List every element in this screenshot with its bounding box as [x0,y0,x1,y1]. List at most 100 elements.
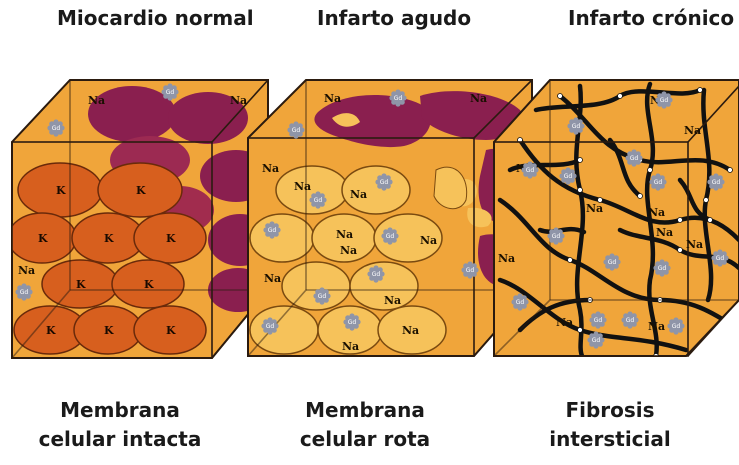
gadolinium-marker-icon: Gd [511,293,528,310]
svg-text:Gd: Gd [654,179,663,186]
gadolinium-marker-icon: Gd [667,317,684,334]
svg-text:Gd: Gd [672,323,681,330]
svg-text:Gd: Gd [292,127,301,134]
gadolinium-marker-icon: Gd [649,173,666,190]
na-label: Na [498,252,515,265]
svg-text:Gd: Gd [592,337,601,344]
na-label: Na [684,124,701,137]
svg-text:Gd: Gd [166,89,175,96]
svg-text:Gd: Gd [266,323,275,330]
svg-text:Gd: Gd [52,125,61,132]
svg-text:Gd: Gd [626,317,635,324]
svg-text:Gd: Gd [594,317,603,324]
k-label: K [76,278,86,291]
gadolinium-marker-icon: Gd [589,311,606,328]
cube-chronic: Na Na Na Na Na Na Na Na Na Na Gd Gd Gd G… [494,80,739,359]
svg-text:Gd: Gd [380,179,389,186]
na-label: Na [18,264,35,277]
gadolinium-marker-icon: Gd [287,121,304,138]
na-label: Na [556,316,573,329]
svg-text:Gd: Gd [466,267,475,274]
caption-line: celular rota [255,425,475,454]
svg-text:Gd: Gd [712,179,721,186]
svg-text:Gd: Gd [516,299,525,306]
na-label: Na [402,324,419,337]
gadolinium-marker-icon: Gd [343,313,360,330]
caption-line: celular intacta [10,425,230,454]
k-label: K [56,184,66,197]
gadolinium-marker-icon: Gd [461,261,478,278]
caption-line: Membrana [10,396,230,425]
gadolinium-marker-icon: Gd [381,227,398,244]
k-label: K [166,232,176,245]
svg-text:Gd: Gd [564,173,573,180]
na-label: Na [342,340,359,353]
svg-text:Gd: Gd [552,233,561,240]
gadolinium-marker-icon: Gd [389,89,406,106]
na-label: Na [230,94,247,107]
panel-caption-acute: Membrana celular rota [255,396,475,454]
svg-text:Gd: Gd [716,255,725,262]
panel-caption-normal: Membrana celular intacta [10,396,230,454]
caption-line: Membrana [255,396,475,425]
na-label: Na [350,188,367,201]
svg-text:Gd: Gd [630,155,639,162]
svg-text:Gd: Gd [268,227,277,234]
k-label: K [166,324,176,337]
k-label: K [104,232,114,245]
gadolinium-marker-icon: Gd [547,227,564,244]
gadolinium-marker-icon: Gd [603,253,620,270]
na-label: Na [656,226,673,239]
svg-text:Gd: Gd [608,259,617,266]
na-label: Na [336,228,353,241]
svg-text:Gd: Gd [572,123,581,130]
na-label: Na [324,92,341,105]
gadolinium-marker-icon: Gd [161,83,178,100]
gadolinium-marker-icon: Gd [367,265,384,282]
caption-line: intersticial [500,425,720,454]
svg-text:Gd: Gd [394,95,403,102]
svg-text:Gd: Gd [318,293,327,300]
svg-text:Gd: Gd [372,271,381,278]
caption-line: Fibrosis [500,396,720,425]
na-label: Na [88,94,105,107]
gadolinium-marker-icon: Gd [261,317,278,334]
gadolinium-marker-icon: Gd [47,119,64,136]
gadolinium-marker-icon: Gd [711,249,728,266]
na-label: Na [686,238,703,251]
svg-text:Gd: Gd [658,265,667,272]
gadolinium-marker-icon: Gd [15,283,32,300]
gadolinium-marker-icon: Gd [653,259,670,276]
gadolinium-marker-icon: Gd [587,331,604,348]
na-label: Na [586,202,603,215]
na-label: Na [340,244,357,257]
gadolinium-marker-icon: Gd [625,149,642,166]
gadolinium-marker-icon: Gd [313,287,330,304]
gadolinium-marker-icon: Gd [567,117,584,134]
panel-caption-chronic: Fibrosis intersticial [500,396,720,454]
gadolinium-marker-icon: Gd [559,167,576,184]
k-label: K [136,184,146,197]
cube-normal: K K K K K K K K K K Na Na Na Gd Gd Gd [8,80,272,358]
svg-text:Gd: Gd [314,197,323,204]
k-label: K [104,324,114,337]
na-label: Na [384,294,401,307]
gadolinium-marker-icon: Gd [621,311,638,328]
cube-acute: Na Na Na Na Na Na Na Na Na Na Na Na Gd G… [248,80,532,356]
gadolinium-marker-icon: Gd [707,173,724,190]
na-label: Na [264,272,281,285]
k-label: K [46,324,56,337]
svg-text:Gd: Gd [660,97,669,104]
svg-text:Gd: Gd [526,167,535,174]
na-label: Na [470,92,487,105]
k-label: K [38,232,48,245]
na-label: Na [262,162,279,175]
na-label: Na [420,234,437,247]
gadolinium-marker-icon: Gd [309,191,326,208]
svg-text:Gd: Gd [386,233,395,240]
k-label: K [144,278,154,291]
gadolinium-marker-icon: Gd [375,173,392,190]
svg-text:Gd: Gd [348,319,357,326]
na-label: Na [294,180,311,193]
gadolinium-marker-icon: Gd [655,91,672,108]
